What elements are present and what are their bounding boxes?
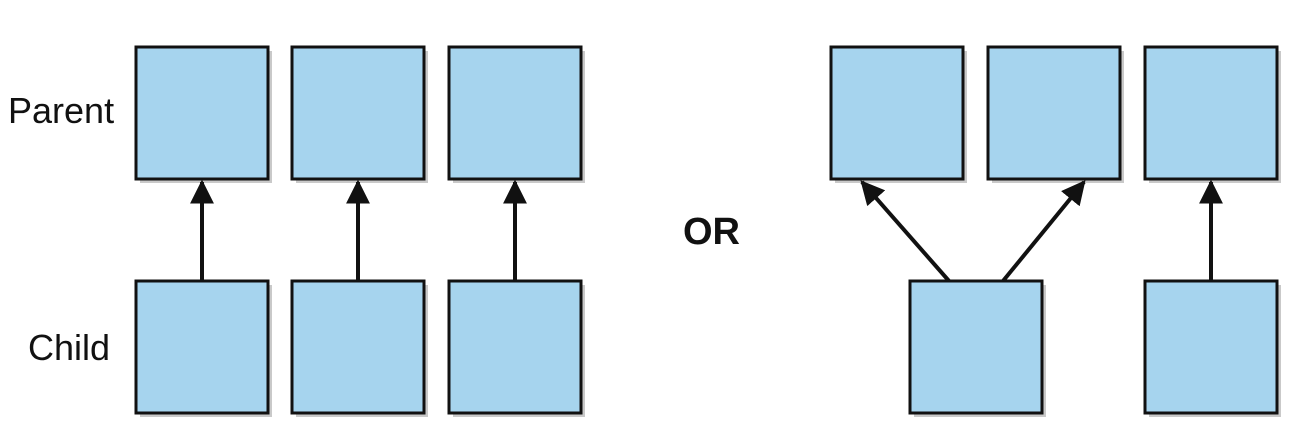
left-parent-box-p3 — [447, 45, 583, 181]
parent-row-label: Parent — [8, 90, 114, 131]
right-child-box-c2 — [1143, 279, 1279, 415]
left-parent-box-p2 — [290, 45, 426, 181]
right-parent-box-p2 — [986, 45, 1122, 181]
left-child-box-c1 — [134, 279, 270, 415]
links — [190, 179, 1223, 283]
boxes — [134, 45, 1279, 415]
left-parent-box-p1 — [134, 45, 270, 181]
left-child-box-c2 — [290, 279, 426, 415]
right-parent-box-p3 — [1143, 45, 1279, 181]
child-row-label: Child — [28, 327, 110, 368]
right-parent-box-p1 — [829, 45, 965, 181]
right-arrow-c1-to-p1 — [860, 180, 951, 283]
right-arrow-c1-to-p2 — [1001, 180, 1086, 283]
right-child-box-c1 — [908, 279, 1044, 415]
or-label: OR — [683, 211, 740, 253]
left-child-box-c3 — [447, 279, 583, 415]
